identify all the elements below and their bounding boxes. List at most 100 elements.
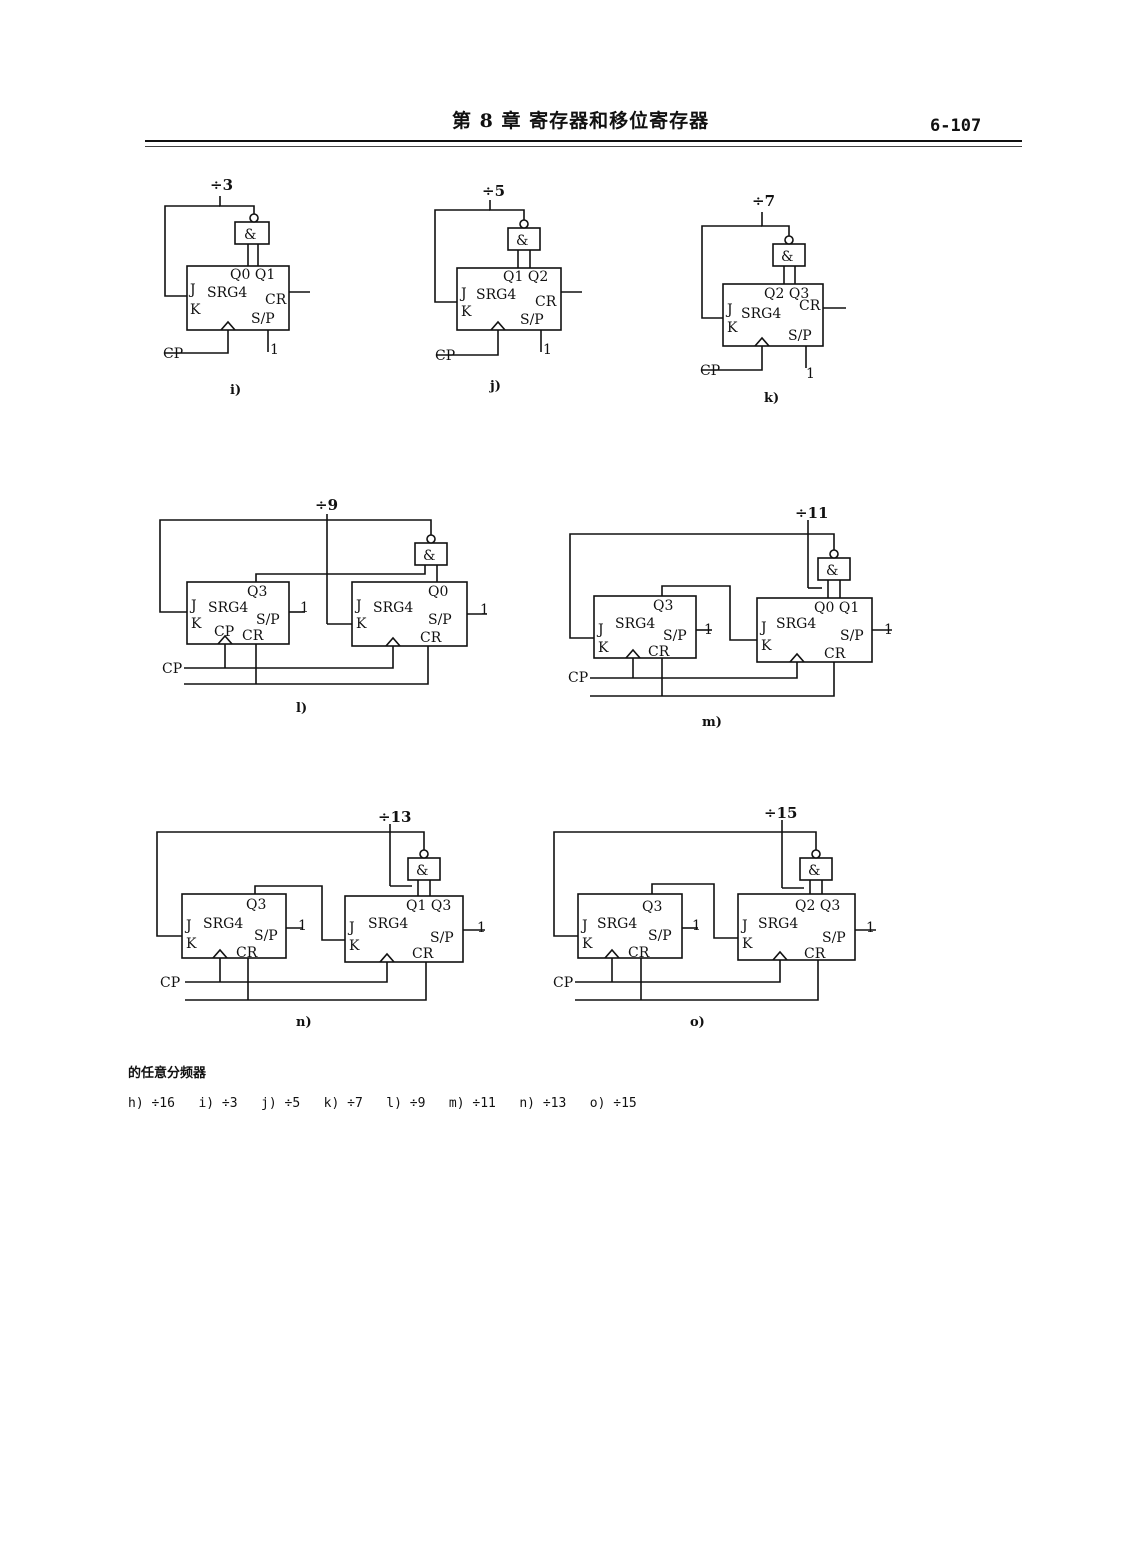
- srg4-block-k: [722, 283, 824, 347]
- clock-triangle-o1: [604, 948, 620, 959]
- wire-output-j: [489, 200, 525, 220]
- j-input-n1: J: [184, 918, 192, 934]
- wire-cr-m: [590, 662, 835, 697]
- k-input-n1: K: [186, 936, 197, 952]
- one-label-m1: 1: [704, 622, 713, 638]
- circuit-m: ÷11 & Q3 Q0 Q1 J K SRG4 S/P CR J K SRG4 …: [568, 504, 893, 730]
- wire-output-k: [761, 212, 790, 236]
- ratio-label-k: ÷7: [752, 192, 775, 210]
- clock-triangle-o2: [772, 950, 788, 961]
- circuit-k: ÷7 & Q2 Q3 J K SRG4 CR S/P CP 1 k): [700, 192, 846, 406]
- clock-triangle-k: [754, 336, 770, 347]
- and-gate-symbol-i: &: [244, 227, 256, 243]
- one-label-l2: 1: [480, 602, 489, 618]
- clock-triangle-n2: [379, 952, 395, 963]
- srg4-block-n2: [344, 895, 464, 963]
- j-input-m1: J: [596, 622, 604, 638]
- srg4-label-m2: SRG4: [776, 616, 816, 632]
- and-gate-symbol-l: &: [423, 548, 435, 564]
- cr-pin-n1: CR: [236, 945, 258, 961]
- srg4-block-i: [186, 265, 290, 331]
- figure-caption-list: h) ÷16 i) ÷3 j) ÷5 k) ÷7 l) ÷9 m) ÷11 n)…: [128, 1096, 637, 1111]
- q3-label-l: Q3: [247, 584, 267, 600]
- ratio-label-m: ÷11: [795, 504, 828, 522]
- srg4-label-l2: SRG4: [373, 600, 413, 616]
- cr-pin-o2: CR: [804, 946, 826, 962]
- srg4-label-j: SRG4: [476, 287, 516, 303]
- srg4-label-o1: SRG4: [597, 916, 637, 932]
- clock-triangle-n1: [212, 948, 228, 959]
- srg4-block-n1: [181, 893, 287, 959]
- one-label-i: 1: [270, 342, 279, 358]
- sp-pin-l2: S/P: [428, 612, 452, 628]
- wire-cp-i: [165, 330, 229, 354]
- output-labels-n: Q1 Q3: [406, 898, 451, 914]
- one-label-o2: 1: [866, 920, 875, 936]
- figure-caption-title: 的任意分频器: [128, 1066, 207, 1081]
- page-number: 6-107: [930, 116, 982, 136]
- k-input-l1: K: [191, 616, 202, 632]
- wire-feedback-j: [434, 209, 490, 303]
- srg4-block-m1: [593, 595, 697, 659]
- cp-label-n: CP: [160, 975, 180, 991]
- wire-cp-l: [184, 646, 394, 669]
- sp-pin-m2: S/P: [840, 628, 864, 644]
- srg4-label-l1: SRG4: [208, 600, 248, 616]
- header-rule: [145, 140, 1022, 142]
- k-input-m2: K: [761, 638, 772, 654]
- wire-feedback-l: [159, 519, 432, 613]
- ratio-label-n: ÷13: [378, 808, 411, 826]
- sublabel-l: l): [296, 701, 307, 716]
- q3-label-m: Q3: [653, 598, 673, 614]
- wire-feedback-i: [164, 205, 220, 297]
- j-input-i: J: [188, 282, 196, 298]
- cr-pin-l1: CR: [242, 628, 264, 644]
- cp-label-j: CP: [435, 348, 455, 364]
- k-input-m1: K: [598, 640, 609, 656]
- wire-q3-to-jk-n: [254, 885, 345, 941]
- sp-pin-j: S/P: [520, 312, 544, 328]
- wire-cp-j: [437, 330, 499, 356]
- wire-cp-n: [185, 962, 388, 983]
- sublabel-o: o): [690, 1015, 705, 1030]
- k-input-o1: K: [582, 936, 593, 952]
- srg4-block-l1: [186, 581, 290, 645]
- one-label-k: 1: [806, 366, 815, 382]
- cr-pin-o1: CR: [628, 945, 650, 961]
- output-labels-o: Q2 Q3: [795, 898, 840, 914]
- output-labels-l: Q0: [428, 584, 448, 600]
- sp-pin-k: S/P: [788, 328, 812, 344]
- srg4-label-k: SRG4: [741, 306, 781, 322]
- and-gate-symbol-m: &: [826, 563, 838, 579]
- sp-pin-o2: S/P: [822, 930, 846, 946]
- wire-feedback-m: [569, 533, 835, 639]
- one-label-o1: 1: [692, 918, 701, 934]
- k-input-k: K: [727, 320, 738, 336]
- wire-q3-to-jk-m: [661, 585, 757, 641]
- wire-cp-o: [575, 960, 781, 983]
- sp-pin-n2: S/P: [430, 930, 454, 946]
- circuit-j: ÷5 & Q1 Q2 J K SRG4 CR S/P CP 1 j): [434, 182, 582, 394]
- cp-pin-l1: CP: [214, 624, 234, 640]
- and-gate-output-bubble-l: [426, 534, 436, 544]
- k-input-o2: K: [742, 936, 753, 952]
- j-input-o2: J: [740, 918, 748, 934]
- k-input-l2: K: [356, 616, 367, 632]
- k-input-n2: K: [349, 938, 360, 954]
- sp-pin-n1: S/P: [254, 928, 278, 944]
- and-gate-symbol-k: &: [781, 249, 793, 265]
- sp-pin-m1: S/P: [663, 628, 687, 644]
- srg4-block-o2: [737, 893, 856, 961]
- wire-cr-n: [185, 962, 427, 1001]
- wire-cr-o: [575, 960, 819, 1001]
- wire-feedback-n: [156, 831, 425, 937]
- sublabel-m: m): [702, 715, 722, 730]
- clock-triangle-m2: [789, 652, 805, 663]
- ratio-label-l: ÷9: [315, 496, 338, 514]
- clock-triangle-m1: [625, 648, 641, 659]
- cp-label-o: CP: [553, 975, 573, 991]
- output-labels-k: Q2 Q3: [764, 286, 809, 302]
- cr-pin-k: CR: [799, 298, 821, 314]
- sublabel-k: k): [764, 391, 779, 406]
